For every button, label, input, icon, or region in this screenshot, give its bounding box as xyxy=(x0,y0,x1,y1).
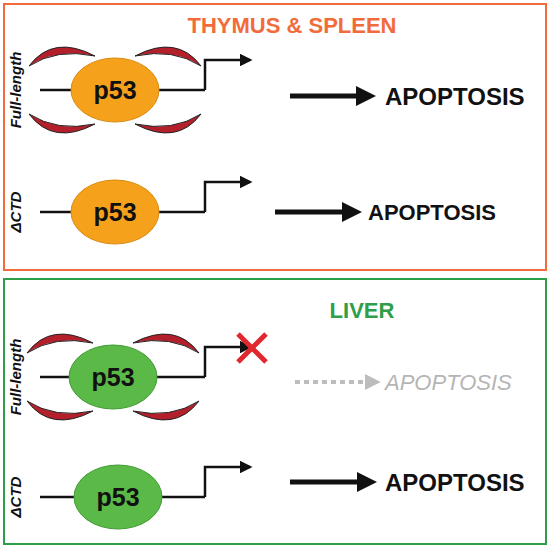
ctd-crescents xyxy=(29,47,201,133)
protein-name: p53 xyxy=(73,464,163,530)
ctd-crescent xyxy=(29,47,95,66)
p53-protein: p53 xyxy=(70,57,160,123)
promoter-arrow xyxy=(205,60,250,90)
outcome-label: APOPTOSIS xyxy=(385,85,525,109)
p53-protein: p53 xyxy=(70,179,160,245)
promoter-arrow xyxy=(205,347,250,377)
ctd-crescents xyxy=(27,334,199,420)
protein-name: p53 xyxy=(70,57,160,123)
ctd-crescent xyxy=(27,401,93,420)
cross-stroke xyxy=(238,334,266,362)
ctd-crescent xyxy=(133,401,199,420)
construct-label: Full-length xyxy=(8,52,23,129)
promoter-arrow xyxy=(205,182,250,212)
blocked-outcome-arrow xyxy=(295,380,376,384)
tissue-panel: p53 p53 THYMUS & SPLEEN xyxy=(3,3,547,271)
p53-protein: p53 xyxy=(68,344,158,410)
outcome-label: APOPTOSIS xyxy=(385,372,512,394)
protein-ellipse xyxy=(74,465,162,529)
outcome-arrow xyxy=(290,94,370,99)
outcome-label: APOPTOSIS xyxy=(368,202,496,224)
outcome-arrow xyxy=(290,480,371,485)
ctd-crescent xyxy=(135,47,201,66)
protein-name: p53 xyxy=(68,344,158,410)
outcome-label: APOPTOSIS xyxy=(385,471,525,495)
protein-name: p53 xyxy=(70,179,160,245)
p53-protein: p53 xyxy=(73,464,163,530)
protein-ellipse xyxy=(71,58,159,122)
tissue-panel: p53 p53 LIVER xyxy=(3,278,547,545)
ctd-crescent xyxy=(27,334,93,353)
block-cross xyxy=(238,334,266,362)
outcome-arrow xyxy=(275,210,356,215)
ctd-crescent xyxy=(133,334,199,353)
construct-label: Full-length xyxy=(8,339,23,416)
ctd-crescent xyxy=(29,114,95,133)
construct-label: ΔCTD xyxy=(8,477,23,518)
panel-title: LIVER xyxy=(330,300,395,322)
ctd-crescent xyxy=(135,114,201,133)
panel-title: THYMUS & SPLEEN xyxy=(187,15,396,37)
cross-stroke xyxy=(238,334,266,362)
protein-ellipse xyxy=(69,345,157,409)
construct-label: ΔCTD xyxy=(8,192,23,233)
protein-ellipse xyxy=(71,180,159,244)
promoter-arrow xyxy=(205,467,250,497)
